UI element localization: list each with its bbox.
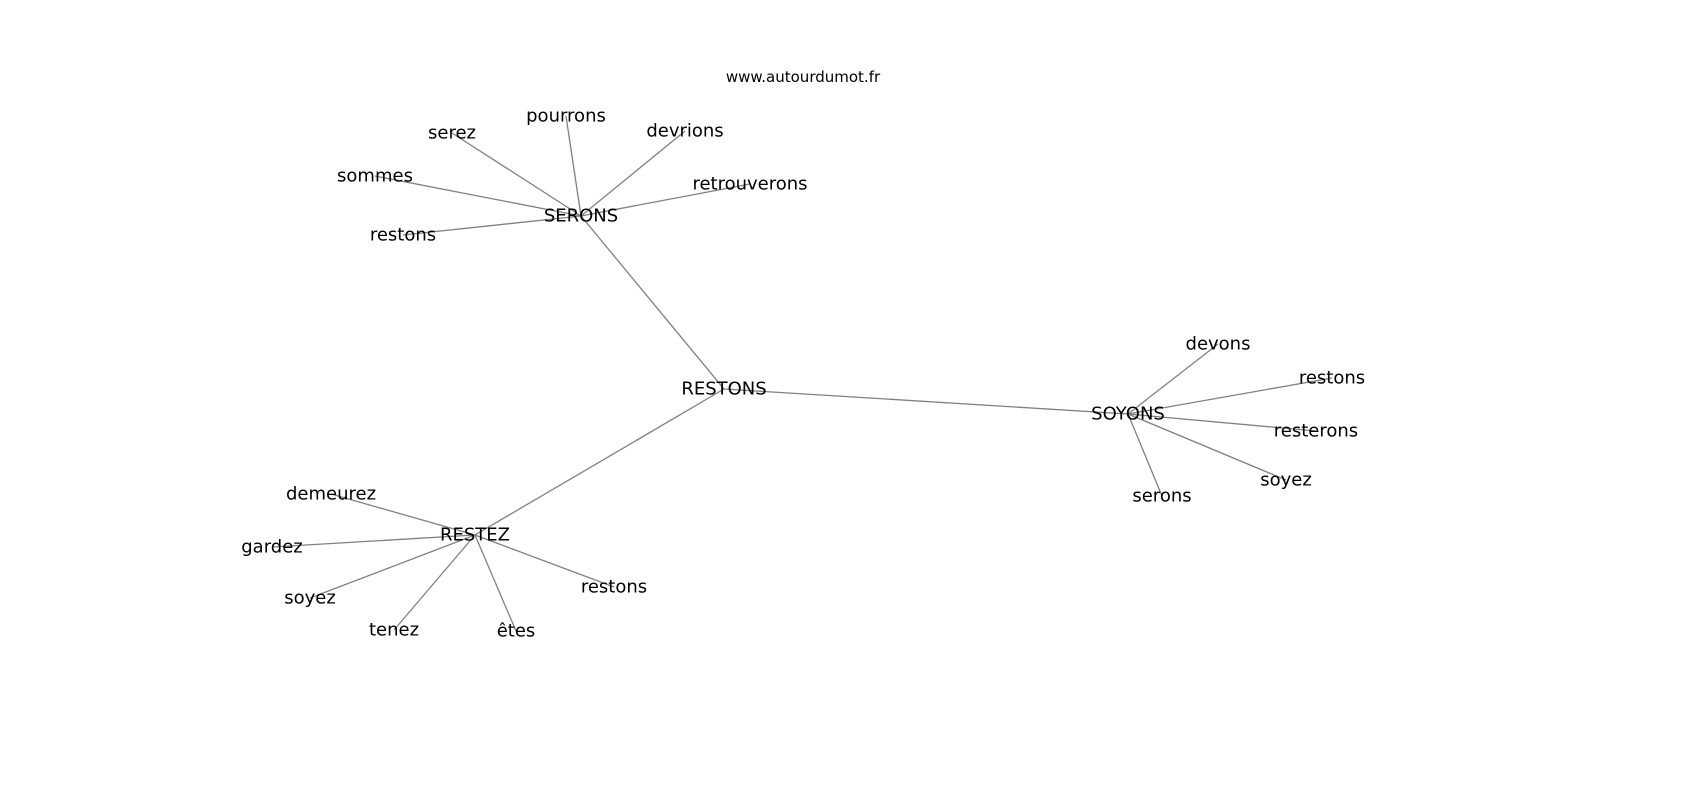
edge-restons_c-serons_c [580, 215, 725, 390]
node-label-restez_c: RESTEZ [440, 525, 510, 546]
node-label-soyez_a: soyez [1260, 470, 1312, 491]
edge-restez_c-tenez [393, 534, 476, 631]
node-label-restons_d: restons [581, 577, 647, 598]
edge-restez_c-demeurez [330, 493, 476, 536]
edge-serons_c-sommes [374, 175, 582, 217]
edge-soyons_c-restons_b [1127, 377, 1333, 415]
edges-layer [271, 115, 1333, 632]
node-label-pourrons: pourrons [526, 106, 606, 127]
edge-restez_c-etes [474, 534, 517, 632]
node-label-retrouverons: retrouverons [692, 174, 807, 195]
edge-serons_c-serez [451, 132, 582, 217]
edge-restez_c-soyez_b [309, 534, 476, 599]
edge-soyons_c-resterons [1127, 413, 1317, 432]
node-label-gardez: gardez [241, 537, 303, 558]
node-label-serons: serons [1132, 486, 1191, 507]
edge-restons_c-restez_c [474, 388, 725, 536]
edge-soyons_c-soyez_a [1127, 413, 1287, 481]
node-label-serons_c: SERONS [544, 206, 618, 227]
node-label-devons: devons [1186, 334, 1251, 355]
node-label-serez: serez [428, 123, 476, 144]
node-label-demeurez: demeurez [286, 484, 376, 505]
node-label-resterons: resterons [1274, 421, 1358, 442]
node-label-restons_c: RESTONS [681, 379, 766, 400]
node-label-tenez: tenez [369, 620, 419, 641]
edge-soyons_c-serons [1127, 413, 1163, 497]
edge-restez_c-gardez [271, 534, 476, 548]
site-title: www.autourdumot.fr [726, 68, 881, 86]
node-label-soyez_b: soyez [284, 588, 336, 609]
edge-serons_c-restons_a [402, 215, 582, 236]
node-label-restons_a: restons [370, 225, 436, 246]
node-label-sommes: sommes [337, 166, 413, 187]
node-label-etes: êtes [497, 621, 536, 642]
labels-layer: RESTONS SERONS SOYONS RESTEZ serez pourrons de… [241, 106, 1365, 642]
node-label-restons_b: restons [1299, 368, 1365, 389]
node-label-devrions: devrions [646, 121, 723, 142]
edge-restons_c-soyons_c [723, 388, 1129, 415]
edge-serons_c-pourrons [565, 115, 582, 217]
edge-serons_c-retrouverons [580, 183, 751, 217]
edge-restez_c-restons_d [474, 534, 615, 588]
node-label-soyons_c: SOYONS [1091, 404, 1165, 425]
edge-soyons_c-devons [1127, 343, 1219, 415]
edge-serons_c-devrions [580, 130, 686, 217]
